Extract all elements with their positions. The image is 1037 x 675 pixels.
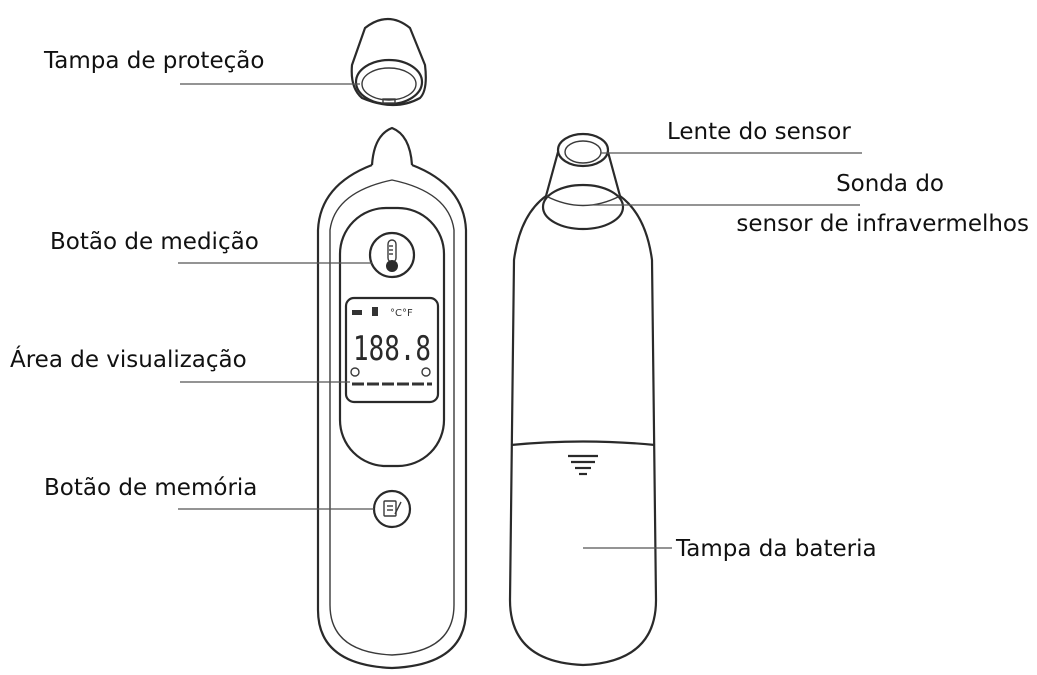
protective-cap-drawing — [350, 17, 427, 107]
label-memory-button: Botão de memória — [44, 475, 258, 501]
lcd-unit: °C°F — [390, 308, 413, 319]
label-sensor-lens: Lente do sensor — [667, 119, 851, 145]
thermometer-side-body — [508, 132, 658, 667]
label-ir-probe-line1: Sonda do — [836, 171, 944, 197]
label-ir-probe-line2: sensor de infravermelhos — [736, 211, 1029, 237]
label-protective-cap: Tampa de proteção — [44, 48, 265, 74]
lcd-digits: 188.8 — [353, 329, 431, 369]
label-measure-button: Botão de medição — [50, 229, 259, 255]
label-display-area: Área de visualização — [10, 347, 247, 373]
label-battery-cover: Tampa da bateria — [676, 536, 877, 562]
thermometer-front-body: °C°F 188.8 — [316, 126, 468, 670]
